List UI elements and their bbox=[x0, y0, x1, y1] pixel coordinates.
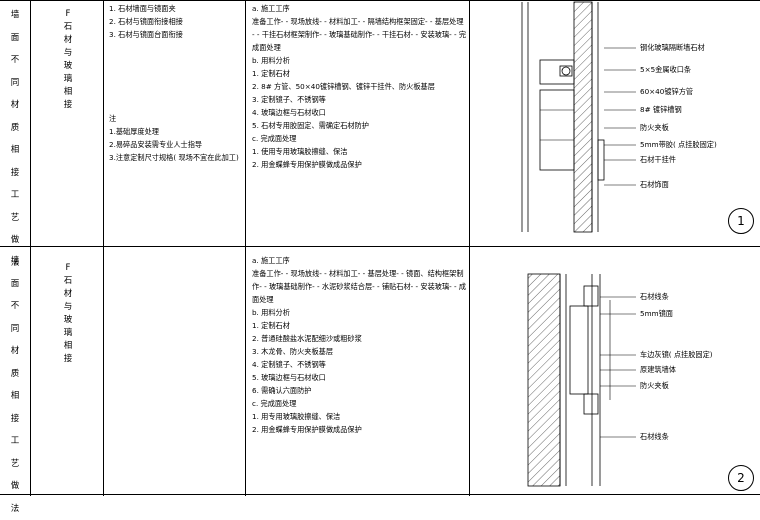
callout-label: 原建筑墙体 bbox=[640, 365, 676, 375]
callout-label: 防火夹板 bbox=[640, 381, 669, 391]
callout-label: 石材干挂件 bbox=[640, 155, 676, 165]
callout-label: 石材线条 bbox=[640, 292, 669, 302]
callout-label: 石材饰面 bbox=[640, 180, 669, 190]
category-char: 法 bbox=[8, 498, 22, 520]
callout-label: 8# 镀锌槽钢 bbox=[640, 105, 682, 115]
callout-label: 钢化玻璃隔断墙石材 bbox=[640, 43, 705, 53]
callout-label: 5×5金属收口条 bbox=[640, 65, 691, 75]
callout-label: 石材线条 bbox=[640, 432, 669, 442]
callout-label: 5mm镜面 bbox=[640, 309, 673, 319]
callout-label: 防火夹板 bbox=[640, 123, 669, 133]
callout-label: 60×40镀锌方管 bbox=[640, 87, 693, 97]
callout-label: 车边灰镜( 点挂胶固定) bbox=[640, 350, 713, 360]
detail-number-2: 2 bbox=[728, 465, 754, 491]
detail-number-1: 1 bbox=[728, 208, 754, 234]
callout-label: 5mm带胶( 点挂胶固定) bbox=[640, 140, 717, 150]
